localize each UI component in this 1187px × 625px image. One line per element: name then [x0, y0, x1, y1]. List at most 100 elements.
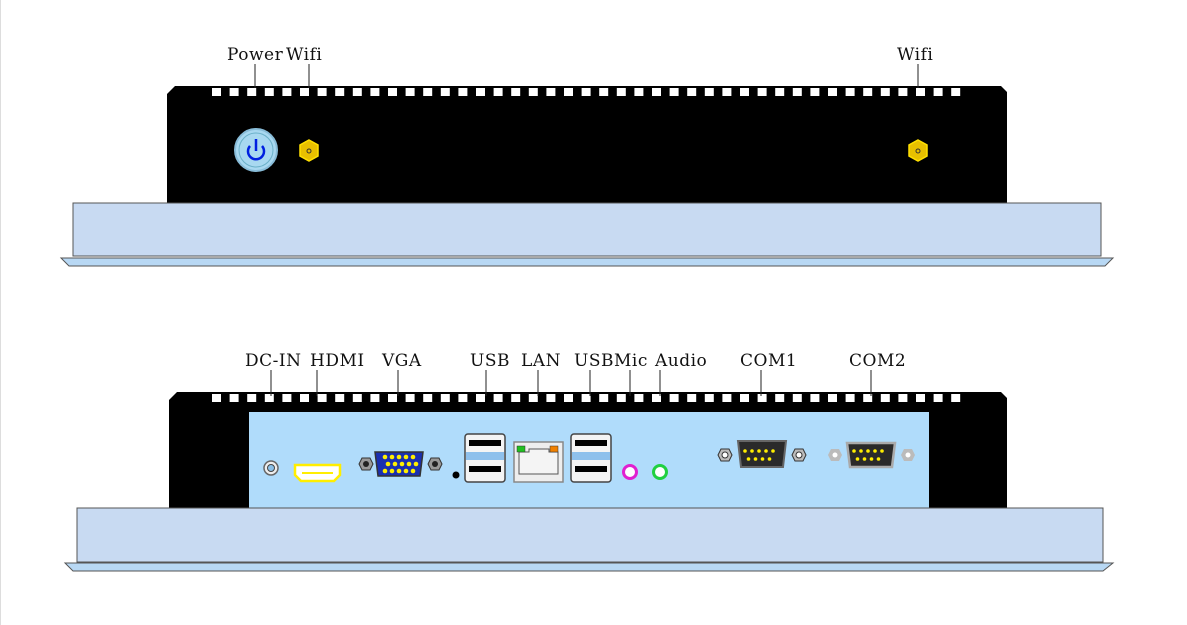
vent-slot: [722, 88, 732, 96]
usb-port-left-icon: [464, 433, 506, 483]
pin: [389, 454, 395, 460]
vent-slot: [810, 88, 820, 96]
vent-slot: [317, 88, 327, 96]
vent-slot: [775, 88, 785, 96]
vent-slot: [810, 394, 820, 402]
vent-slot: [652, 88, 661, 96]
label-usb-right: USB: [574, 351, 614, 371]
pin: [757, 449, 761, 453]
vent-slot: [951, 394, 961, 402]
vent-slot: [212, 394, 221, 402]
vent-slot: [564, 88, 573, 96]
top-vents: [212, 88, 961, 96]
usb-port-right-icon: [570, 433, 612, 483]
pin: [410, 454, 416, 460]
pin: [410, 468, 416, 474]
bottom-flange-lip: [63, 562, 1115, 572]
label-usb-left: USB: [470, 351, 510, 371]
vent-slot: [740, 394, 749, 402]
vent-slot: [352, 88, 362, 96]
label-dc-in: DC-IN: [245, 351, 301, 371]
vent-slot: [916, 394, 925, 402]
vent-slot: [599, 88, 609, 96]
vent-slot: [476, 88, 485, 96]
pin: [746, 457, 751, 461]
vent-slot: [704, 88, 714, 96]
pin: [880, 449, 884, 453]
vent-slot: [687, 88, 697, 96]
wifi-antenna-right-icon: [908, 139, 928, 162]
pin: [866, 449, 870, 453]
audio-jack-icon: [652, 464, 668, 480]
vent-slot: [933, 394, 943, 402]
vent-slot: [863, 394, 873, 402]
pin: [392, 461, 398, 467]
vent-slot: [828, 394, 837, 402]
vent-slot: [264, 88, 274, 96]
vent-slot: [282, 88, 292, 96]
label-com1: COM1: [740, 351, 797, 371]
hdmi-port-icon: [293, 463, 342, 483]
lan-port-icon: [513, 441, 564, 483]
label-mic: Mic: [614, 351, 648, 371]
pin: [399, 461, 405, 467]
vent-slot: [616, 394, 626, 402]
pin: [743, 449, 747, 453]
pin: [750, 449, 754, 453]
label-audio: Audio: [654, 351, 707, 371]
vent-slot: [423, 88, 433, 96]
vent-slot: [370, 394, 380, 402]
vent-slot: [845, 394, 855, 402]
label-com2: COM2: [849, 351, 906, 371]
label-hdmi: HDMI: [310, 351, 365, 371]
vent-slot: [493, 394, 503, 402]
com2-port-icon: [828, 441, 915, 469]
vent-slot: [300, 88, 309, 96]
vent-slot: [599, 394, 609, 402]
vent-slot: [264, 394, 274, 402]
top-flange-lip: [59, 257, 1115, 267]
pin: [760, 457, 765, 461]
pin: [852, 449, 856, 453]
label-wifi-left: Wifi: [286, 45, 322, 65]
bottom-view: DC-IN HDMI VGA USB LAN USB Mic Audio COM…: [63, 351, 1115, 572]
pin: [389, 468, 395, 474]
pin: [396, 468, 402, 474]
vga-port-icon: [358, 451, 443, 477]
vent-slot: [370, 88, 380, 96]
label-lan: LAN: [521, 351, 561, 371]
vent-slot: [564, 394, 573, 402]
vent-slot: [423, 394, 433, 402]
vent-slot: [792, 88, 802, 96]
vent-slot: [458, 394, 468, 402]
pin: [876, 457, 881, 461]
pin: [869, 457, 874, 461]
vent-slot: [528, 394, 538, 402]
vent-slot: [898, 88, 908, 96]
top-flange: [72, 202, 1102, 257]
vent-slot: [247, 88, 257, 96]
vent-slot: [634, 88, 644, 96]
vent-slot: [581, 88, 591, 96]
vent-slot: [916, 88, 925, 96]
pin: [873, 449, 877, 453]
vent-slot: [282, 394, 292, 402]
pin: [767, 457, 772, 461]
vent-slot: [528, 88, 538, 96]
vent-slot: [863, 88, 873, 96]
vent-slot: [933, 88, 943, 96]
label-wifi-right: Wifi: [897, 45, 933, 65]
vent-slot: [880, 88, 890, 96]
top-view: Power Wifi Wifi: [59, 45, 1115, 267]
bottom-flange: [76, 507, 1104, 563]
vent-slot: [740, 88, 749, 96]
pin: [403, 468, 409, 474]
pin: [855, 457, 860, 461]
vent-slot: [546, 394, 556, 402]
vent-slot: [616, 88, 626, 96]
pin: [764, 449, 768, 453]
pin: [406, 461, 412, 467]
vent-slot: [476, 394, 485, 402]
reset-hole-icon: [452, 471, 460, 479]
